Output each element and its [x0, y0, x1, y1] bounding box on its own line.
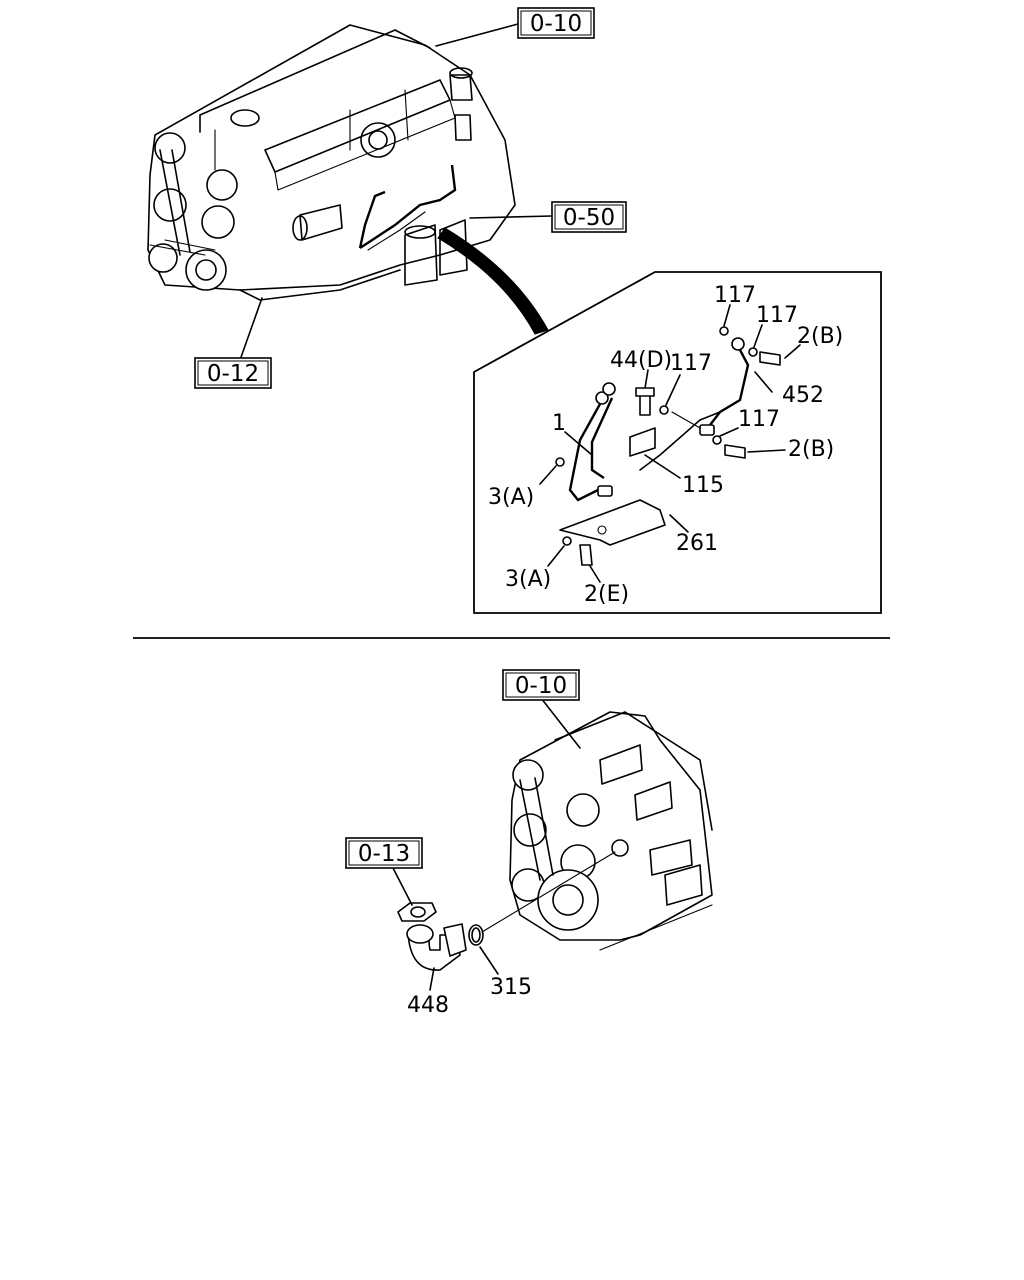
bottom-small-parts — [397, 851, 616, 971]
callout-452: 452 — [782, 383, 824, 408]
detail-leader-lines — [539, 304, 801, 583]
callout-2b-a: 2(B) — [797, 324, 843, 349]
leader-0-12 — [239, 297, 263, 361]
ref-box-0-50: 0-50 — [551, 201, 627, 233]
detail-arrow — [437, 227, 549, 335]
callout-117-a: 117 — [714, 283, 756, 308]
callout-2e: 2(E) — [584, 582, 629, 607]
callout-117-d: 117 — [738, 407, 780, 432]
svg-text:0-10: 0-10 — [515, 673, 567, 699]
detail-inset-parts — [555, 326, 781, 566]
detail-inset-frame — [473, 271, 882, 614]
svg-text:0-50: 0-50 — [563, 205, 615, 231]
ref-box-0-12: 0-12 — [194, 357, 272, 389]
callout-115: 115 — [682, 473, 724, 498]
callout-448: 448 — [407, 993, 449, 1018]
callout-2b-b: 2(B) — [788, 437, 834, 462]
leader-0-50 — [469, 215, 553, 219]
ref-box-0-10-top: 0-10 — [517, 7, 595, 39]
callout-117-c: 117 — [670, 351, 712, 376]
leader-315 — [479, 946, 499, 975]
leader-448 — [429, 967, 435, 991]
callout-261: 261 — [676, 531, 718, 556]
svg-text:0-10: 0-10 — [530, 11, 582, 37]
top-engine-illustration — [147, 24, 516, 301]
leader-0-10-top — [435, 23, 519, 47]
callout-315: 315 — [490, 975, 532, 1000]
callout-44d: 44(D) — [610, 348, 672, 373]
svg-text:0-13: 0-13 — [358, 841, 410, 867]
svg-text:0-12: 0-12 — [207, 361, 259, 387]
bottom-engine-illustration — [509, 711, 713, 951]
callout-3a-b: 3(A) — [505, 567, 551, 592]
callout-3a-a: 3(A) — [488, 485, 534, 510]
ref-box-0-13: 0-13 — [345, 837, 423, 869]
leader-0-13 — [391, 865, 413, 906]
ref-box-0-10-bottom: 0-10 — [502, 669, 580, 701]
leader-0-10-bottom — [540, 697, 581, 749]
callout-117-b: 117 — [756, 303, 798, 328]
callout-1: 1 — [552, 411, 566, 436]
